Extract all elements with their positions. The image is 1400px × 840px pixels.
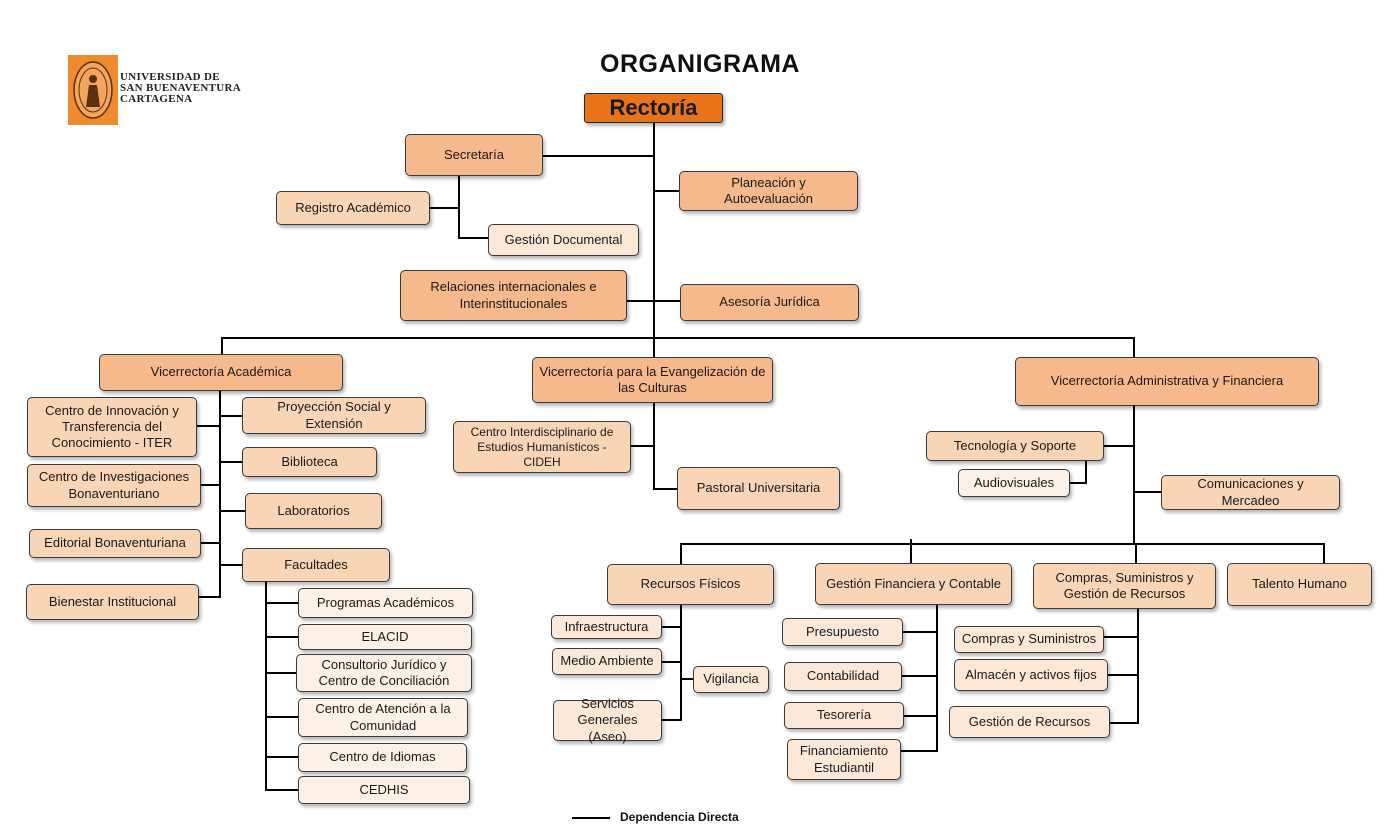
node-almacen: Almacén y activos fijos: [954, 659, 1108, 691]
logo-line-2: SAN BUENAVENTURA: [120, 82, 242, 94]
legend-line-swatch: [572, 817, 610, 819]
node-centro-investigaciones: Centro de Investigaciones Bonaventuriano: [27, 464, 201, 507]
node-pastoral: Pastoral Universitaria: [677, 467, 840, 510]
node-programas: Programas Académicos: [298, 588, 473, 618]
node-registro: Registro Académico: [276, 191, 430, 225]
university-name: UNIVERSIDAD DE SAN BUENAVENTURA CARTAGEN…: [120, 72, 241, 105]
legend-label: Dependencia Directa: [620, 810, 739, 824]
node-recursos-fisicos: Recursos Físicos: [607, 564, 774, 605]
node-comunicaciones: Comunicaciones y Mercadeo: [1161, 475, 1340, 510]
node-consultorio: Consultorio Jurídico y Centro de Concili…: [296, 654, 472, 692]
chart-title: ORGANIGRAMA: [600, 50, 800, 78]
logo-line-1: UNIVERSIDAD DE: [120, 71, 220, 83]
node-planeacion: Planeación y Autoevaluación: [679, 171, 858, 211]
node-audiovisuales: Audiovisuales: [958, 469, 1070, 497]
node-idiomas: Centro de Idiomas: [298, 743, 467, 772]
node-editorial: Editorial Bonaventuriana: [29, 529, 201, 558]
node-biblioteca: Biblioteca: [242, 447, 377, 477]
node-gestion-financiera: Gestión Financiera y Contable: [815, 563, 1012, 605]
node-rectoria: Rectoría: [584, 93, 723, 123]
node-proyeccion: Proyección Social y Extensión: [242, 397, 426, 434]
node-contabilidad: Contabilidad: [784, 662, 902, 691]
node-gestion-documental: Gestión Documental: [488, 224, 639, 256]
node-infraestructura: Infraestructura: [551, 615, 662, 639]
node-vicerrectoria-evangelizacion: Vicerrectoría para la Evangelización de …: [532, 357, 773, 403]
node-presupuesto: Presupuesto: [782, 618, 903, 646]
node-iter: Centro de Innovación y Transferencia del…: [27, 397, 197, 457]
university-logo: UNIVERSIDAD DE SAN BUENAVENTURA CARTAGEN…: [68, 55, 253, 127]
node-servicios-generales: Servicios Generales (Aseo): [553, 696, 662, 744]
node-relaciones: Relaciones internacionales e Interinstit…: [400, 270, 627, 321]
node-facultades: Facultades: [242, 548, 390, 582]
node-cedhis: CEDHIS: [298, 776, 470, 804]
logo-line-3: CARTAGENA: [120, 93, 193, 105]
node-secretaria: Secretaría: [405, 134, 543, 176]
node-centro-atencion: Centro de Atención a la Comunidad: [298, 698, 468, 737]
node-bienestar: Bienestar Institucional: [26, 584, 199, 620]
node-laboratorios: Laboratorios: [245, 493, 382, 529]
node-cideh: Centro Interdisciplinario de Estudios Hu…: [453, 421, 631, 473]
node-vigilancia: Vigilancia: [693, 666, 769, 693]
node-compras-suministros: Compras y Suministros: [954, 626, 1104, 653]
node-vicerrectoria-academica: Vicerrectoría Académica: [99, 354, 343, 391]
node-compras-recursos: Compras, Suministros y Gestión de Recurs…: [1033, 563, 1216, 609]
university-seal-icon: [68, 55, 118, 125]
node-elacid: ELACID: [298, 624, 472, 650]
node-gestion-recursos: Gestión de Recursos: [949, 706, 1110, 738]
node-vicerrectoria-administrativa: Vicerrectoría Administrativa y Financier…: [1015, 357, 1319, 406]
node-asesoria: Asesoría Jurídica: [680, 284, 859, 321]
node-tecnologia: Tecnología y Soporte: [926, 431, 1104, 461]
node-talento: Talento Humano: [1227, 563, 1372, 606]
node-financiamiento: Financiamiento Estudiantil: [787, 739, 901, 780]
node-medio-ambiente: Medio Ambiente: [552, 648, 662, 675]
node-tesoreria: Tesorería: [784, 702, 904, 729]
